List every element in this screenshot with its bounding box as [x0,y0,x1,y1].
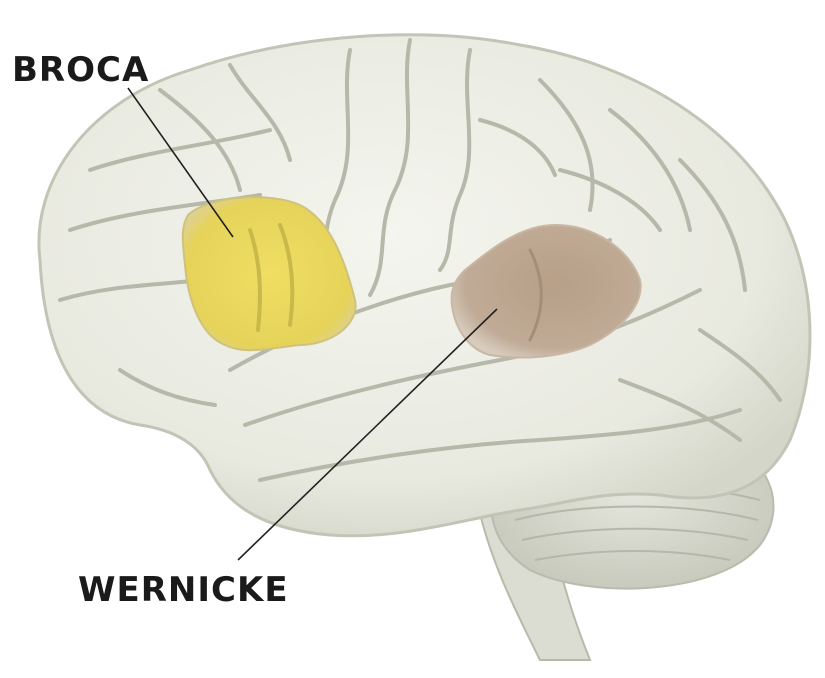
wernicke-label: WERNICKE [78,570,289,610]
broca-label: BROCA [12,50,149,90]
